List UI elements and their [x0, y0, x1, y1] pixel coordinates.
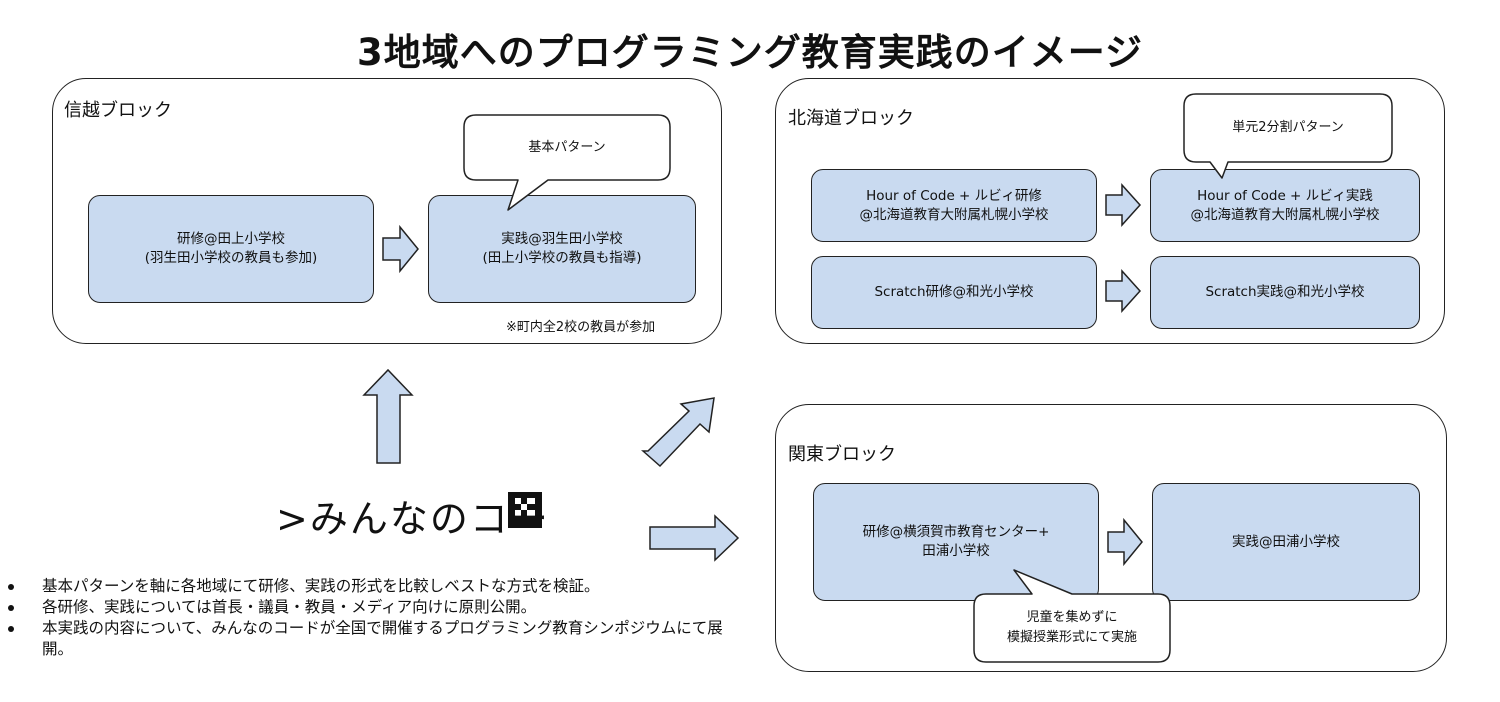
hokkaido-callout-text: 単元2分割パターン	[1232, 120, 1344, 135]
hokkaido-row2-training-box: Scratch研修@和光小学校	[811, 256, 1097, 329]
bullet-text: 各研修、実践については首長・議員・教員・メディア向けに原則公開。	[42, 598, 537, 616]
minnanocode-logo-text: >みんなのコー	[276, 497, 550, 541]
diagonal-arrow-to-hokkaido	[641, 397, 715, 468]
summary-bullet-list: 基本パターンを軸に各地域にて研修、実践の形式を比較しベストな方式を検証。 各研修…	[0, 576, 745, 660]
hokkaido-block-label: 北海道ブロック	[788, 108, 914, 129]
kanto-practice-box: 実践@田浦小学校	[1152, 483, 1420, 601]
kanto-block-label: 関東ブロック	[788, 444, 896, 465]
shinetsu-flow-arrow	[382, 224, 419, 274]
hokkaido-row1-training-box: Hour of Code + ルビィ研修 @北海道教育大附属札幌小学校	[811, 169, 1097, 242]
bullet-dot-icon	[8, 626, 14, 632]
hokkaido-row1-practice-box: Hour of Code + ルビィ実践 @北海道教育大附属札幌小学校	[1150, 169, 1420, 242]
kanto-training-box: 研修@横須賀市教育センター+ 田浦小学校	[813, 483, 1099, 601]
shinetsu-practice-box: 実践@羽生田小学校 (田上小学校の教員も指導)	[428, 195, 696, 303]
shinetsu-training-box: 研修@田上小学校 (羽生田小学校の教員も参加)	[88, 195, 374, 303]
hokkaido-row2-practice-box: Scratch実践@和光小学校	[1150, 256, 1420, 329]
kanto-callout-shape	[973, 569, 1171, 663]
code-logo-mark	[508, 492, 542, 528]
page-title: 3地域へのプログラミング教育実践のイメージ	[356, 31, 1143, 74]
kanto-flow-arrow	[1107, 517, 1143, 567]
shinetsu-callout-text: 基本パターン	[528, 139, 606, 155]
bullet-text: 本実践の内容について、みんなのコードが全国で開催するプログラミング教育シンポジウ…	[42, 619, 723, 658]
hokkaido-row1-flow-arrow	[1105, 183, 1142, 227]
bullet-dot-icon	[8, 605, 14, 611]
hokkaido-row2-flow-arrow	[1105, 269, 1142, 313]
up-arrow-to-shinetsu	[362, 368, 414, 464]
shinetsu-note: ※町内全2校の教員が参加	[506, 320, 656, 335]
bullet-dot-icon	[8, 584, 14, 590]
bullet-text: 基本パターンを軸に各地域にて研修、実践の形式を比較しベストな方式を検証。	[42, 577, 600, 595]
bullet-item: 各研修、実践については首長・議員・教員・メディア向けに原則公開。	[0, 597, 745, 618]
hokkaido-callout-shape	[1183, 93, 1393, 179]
right-arrow-to-kanto	[649, 514, 740, 562]
shinetsu-callout-shape	[463, 114, 671, 211]
kanto-callout-text: 児童を集めずに 模擬授業形式にて実施	[1006, 610, 1137, 645]
bullet-item: 本実践の内容について、みんなのコードが全国で開催するプログラミング教育シンポジウ…	[0, 618, 745, 660]
shinetsu-block-label: 信越ブロック	[64, 100, 172, 121]
bullet-item: 基本パターンを軸に各地域にて研修、実践の形式を比較しベストな方式を検証。	[0, 576, 745, 597]
